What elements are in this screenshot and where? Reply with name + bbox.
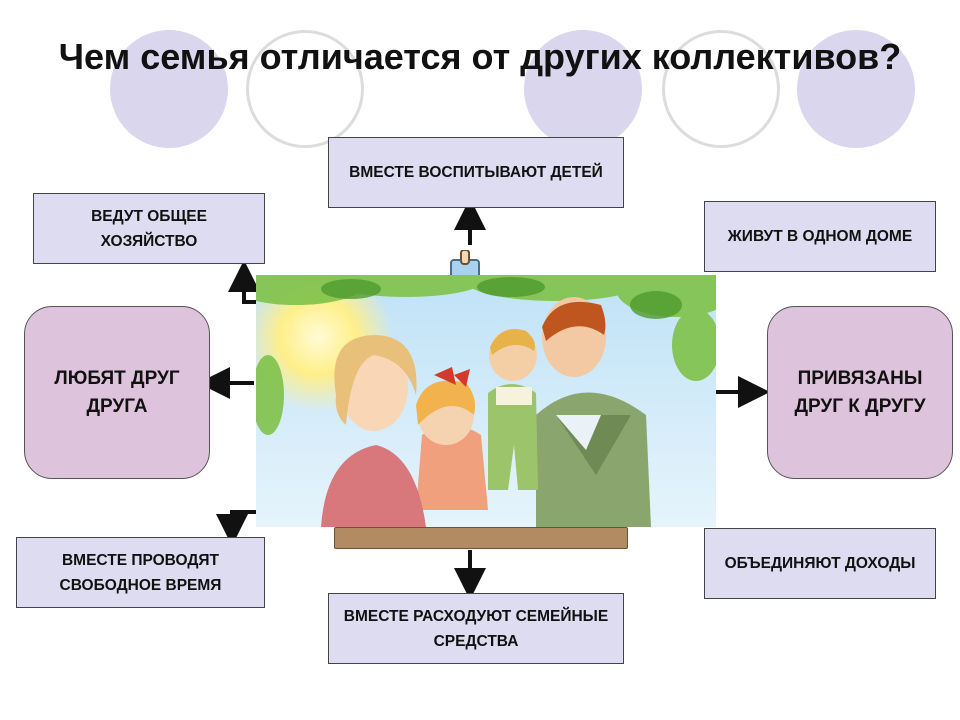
decor-circle-2 <box>246 30 364 148</box>
page-title: Чем семья отличается от других коллектив… <box>58 36 902 77</box>
father-figure <box>536 297 651 527</box>
box-combine-income: ОБЪЕДИНЯЮТ ДОХОДЫ <box>704 528 936 599</box>
box-free-time-together: ВМЕСТЕ ПРОВОДЯТ СВОБОДНОЕ ВРЕМЯ <box>16 537 265 608</box>
decor-circle-4 <box>662 30 780 148</box>
box-live-together: ЖИВУТ В ОДНОМ ДОМЕ <box>704 201 936 272</box>
arrow-top-left <box>228 260 260 304</box>
box-spend-family-funds: ВМЕСТЕ РАСХОДУЮТ СЕМЕЙНЫЕ СРЕДСТВА <box>328 593 624 664</box>
girl-figure <box>416 367 488 510</box>
decor-circle-1 <box>110 30 228 148</box>
easel-clip <box>450 250 480 278</box>
family-illustration <box>256 275 716 527</box>
box-raise-children: ВМЕСТЕ ВОСПИТЫВАЮТ ДЕТЕЙ <box>328 137 624 208</box>
decor-circle-5 <box>797 30 915 148</box>
box-attached-to-each-other: ПРИВЯЗАНЫ ДРУГ К ДРУГУ <box>767 306 953 479</box>
arrow-bottom-left <box>216 510 256 546</box>
box-common-household: ВЕДУТ ОБЩЕЕ ХОЗЯЙСТВО <box>33 193 265 264</box>
decor-circle-3 <box>524 30 642 148</box>
easel-base <box>334 527 628 549</box>
mother-figure <box>321 335 426 527</box>
toddler-figure <box>488 329 538 490</box>
box-love-each-other: ЛЮБЯТ ДРУГ ДРУГА <box>24 306 210 479</box>
